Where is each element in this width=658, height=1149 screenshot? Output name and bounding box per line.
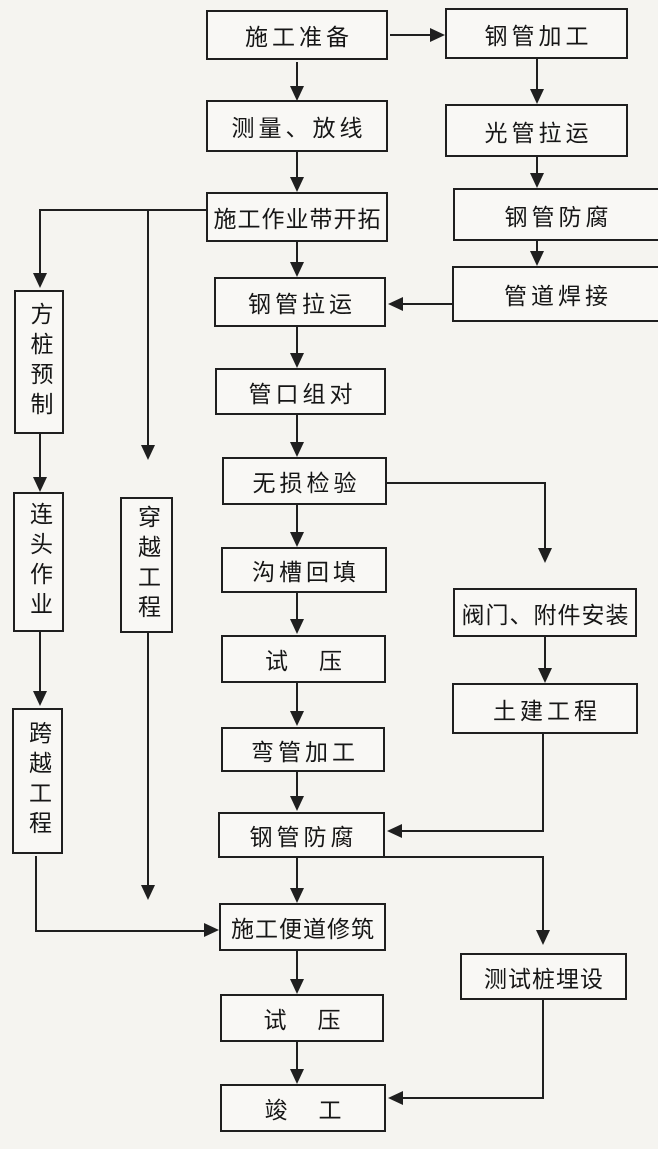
edge-branch-pile-line [39,209,41,276]
node-bare-pipe-hauling: 光管拉运 [445,104,628,157]
edge-coatfield-road-arrowhead [290,888,304,903]
edge-tiein-spanxing-arrowhead [33,691,47,706]
node-pressure-test-2: 试 压 [220,994,384,1042]
edge-welding-haul-arrowhead [388,297,403,311]
node-civil-works: 土建工程 [452,683,638,734]
edge-road-test2-line [296,951,298,982]
edge-test2-completion-line [296,1042,298,1072]
edge-pipeproc-barehaul-arrowhead [530,89,544,104]
edge-testpile-completion-vline [542,1000,544,1098]
edge-coatplant-welding-arrowhead [530,251,544,266]
edge-prep-survey-arrowhead [290,86,304,101]
node-underground-crossing-works: 穿越工程 [120,497,173,633]
node-square-pile-precast: 方桩预制 [14,290,64,434]
node-steel-pipe-hauling: 钢管拉运 [214,277,386,327]
edge-coatfield-testpile-arrowhead [536,930,550,945]
edge-prep-survey-line [296,62,298,88]
node-valve-fitting-installation: 阀门、附件安装 [453,588,637,637]
edge-testpile-completion-arrowhead [388,1091,403,1105]
edge-backfill-test1-line [296,593,298,622]
edge-spanxing-road-vline [35,856,37,932]
edge-coatfield-testpile-hline [385,856,544,858]
edge-ndt-backfill-line [296,505,298,535]
edge-test1-bend-arrowhead [290,711,304,726]
edge-pile-tiein-arrowhead [33,477,47,492]
edge-welding-haul-line [403,303,452,305]
edge-bend-coatfield-arrowhead [290,796,304,811]
edge-backfill-test1-arrowhead [290,619,304,634]
edge-survey-workstrip-arrowhead [290,177,304,192]
node-pipe-mouth-fitup: 管口组对 [215,368,386,415]
node-pipeline-welding: 管道焊接 [452,266,658,322]
node-steel-pipe-coating-plant: 钢管防腐 [453,188,658,241]
edge-tiein-spanxing-line [39,632,41,694]
edge-bend-coatfield-line [296,772,298,799]
edge-workstrip-haul-line [296,242,298,265]
node-test-pile-installation: 测试桩埋设 [460,953,627,1000]
edge-spanxing-road-hline [35,930,205,932]
edge-barehaul-coatplant-line [536,157,538,176]
edge-ndt-backfill-arrowhead [290,532,304,547]
edge-haul-fitup-arrowhead [290,353,304,368]
edge-valves-civil-arrowhead [538,668,552,683]
edge-haul-fitup-line [296,327,298,356]
edge-valves-civil-line [544,637,546,671]
edge-barehaul-coatplant-arrowhead [530,173,544,188]
edge-ndt-valves-vline [544,482,546,551]
node-completion: 竣 工 [220,1084,386,1132]
node-survey-layout: 测量、放线 [206,100,388,152]
edge-coatplant-welding-line [536,241,538,254]
edge-survey-workstrip-line [296,152,298,180]
edge-test1-bend-line [296,683,298,714]
edge-spanxing-road-arrowhead [204,923,219,937]
edge-pile-tiein-line [39,434,41,480]
edge-branch-underxing-arrowhead [141,445,155,460]
edge-workstrip-left-branch-line [39,209,207,211]
edge-underxing-down-line [147,633,149,888]
edge-civil-coatfield-arrowhead [387,824,402,838]
edge-fitup-ndt-line [296,415,298,445]
node-construction-preparation: 施工准备 [206,10,388,60]
node-bend-pipe-processing: 弯管加工 [221,727,385,772]
node-steel-pipe-coating-field: 钢管防腐 [218,812,385,858]
edge-testpile-completion-hline [403,1097,544,1099]
node-steel-pipe-processing: 钢管加工 [445,8,628,59]
node-access-road-construction: 施工便道修筑 [219,903,386,951]
node-work-strip-opening: 施工作业带开拓 [206,192,388,242]
edge-test2-completion-arrowhead [290,1069,304,1084]
edge-civil-coatfield-hline [402,830,544,832]
edge-underxing-down-arrowhead [141,885,155,900]
edge-ndt-valves-arrowhead [538,548,552,563]
edge-prep-pipeproc-arrowhead [430,28,445,42]
node-ndt-inspection: 无损检验 [222,457,387,505]
edge-pipeproc-barehaul-line [536,59,538,91]
node-pressure-test-1: 试 压 [221,635,386,683]
edge-road-test2-arrowhead [290,979,304,994]
edge-coatfield-road-line [296,858,298,891]
edge-ndt-valves-hline [387,482,546,484]
edge-fitup-ndt-arrowhead [290,442,304,457]
edge-branch-underxing-line [147,209,149,448]
node-tie-in-operation: 连头作业 [13,492,64,632]
edge-civil-coatfield-vline [542,734,544,832]
edge-branch-pile-arrowhead [33,273,47,288]
edge-prep-pipeproc-line [390,34,430,36]
edge-workstrip-haul-arrowhead [290,262,304,277]
edge-coatfield-testpile-vline [542,857,544,933]
node-span-crossing-works: 跨越工程 [12,708,63,854]
node-trench-backfill: 沟槽回填 [221,547,387,593]
